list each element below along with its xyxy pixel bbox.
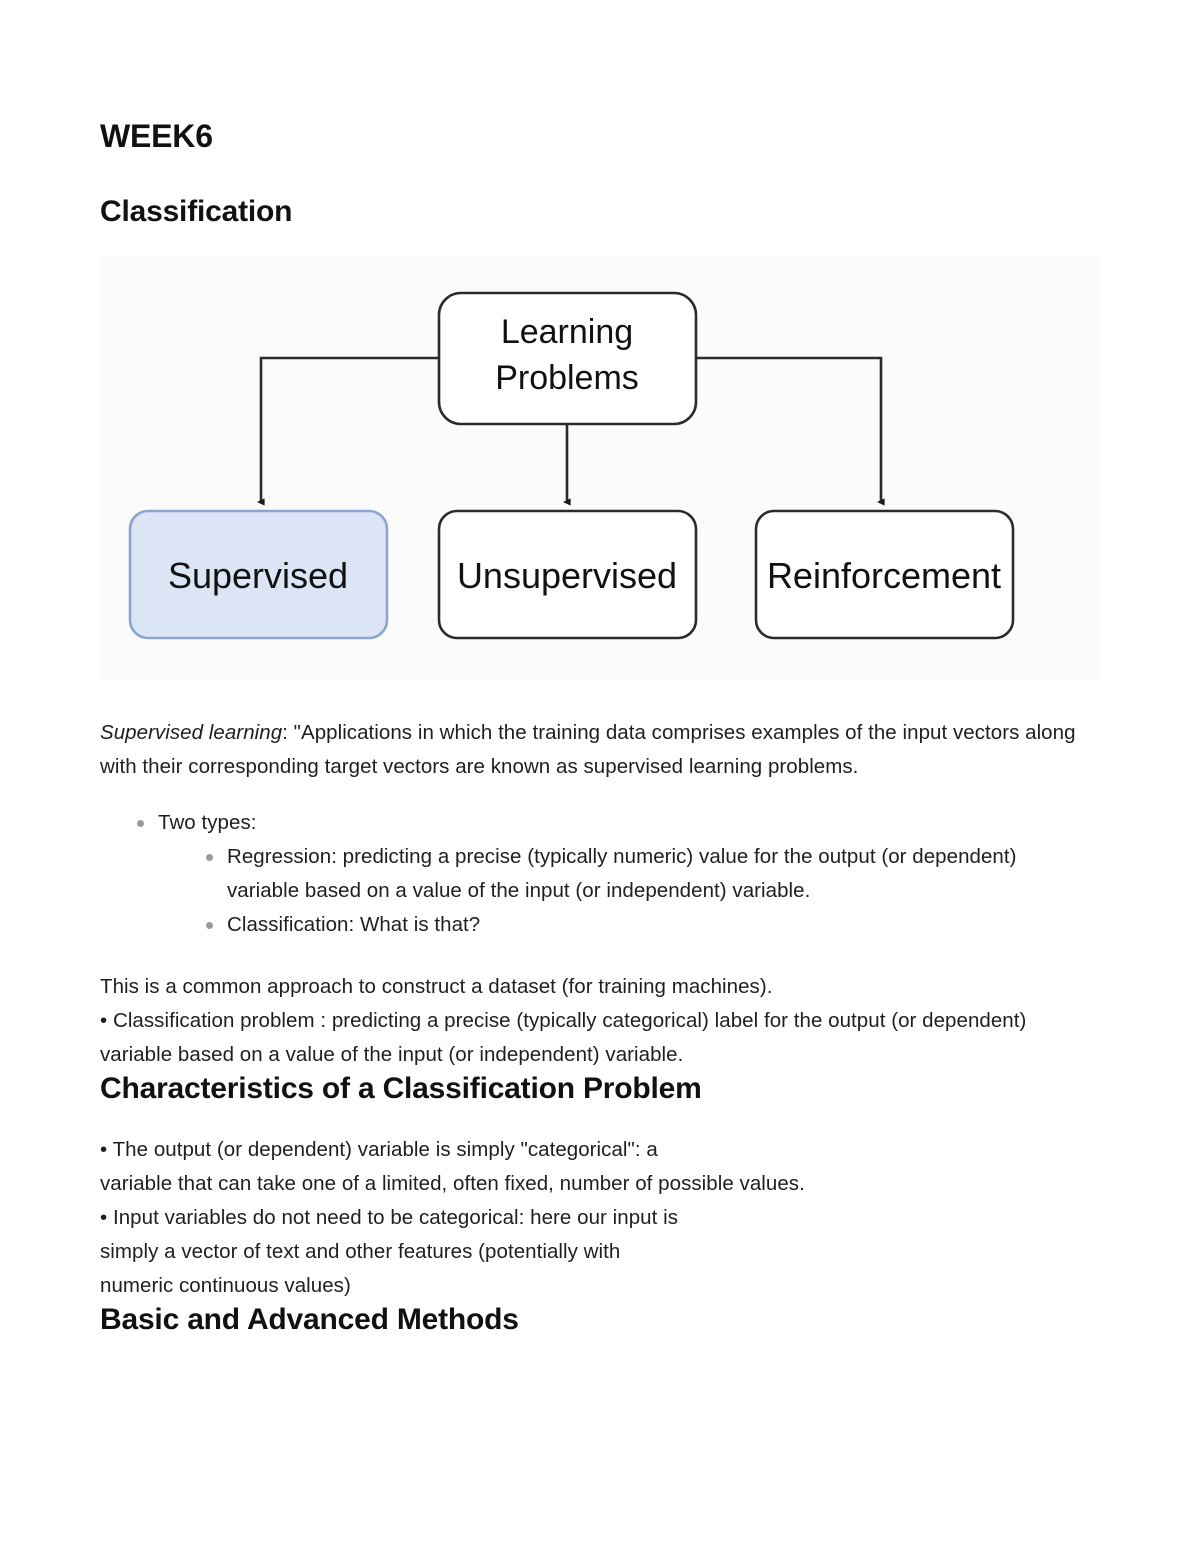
- supervised-learning-term: Supervised learning: [100, 721, 283, 745]
- characteristics-line-2: variable that can take one of a limited,…: [100, 1171, 805, 1195]
- connector-root-to-reinforcement: [696, 356, 885, 506]
- characteristics-line-1: • The output (or dependent) variable is …: [100, 1137, 658, 1161]
- bullet-list-level2: Regression: predicting a precise (typica…: [158, 840, 1092, 942]
- supervised-learning-quote: : "Applications in which the training da…: [100, 721, 1076, 779]
- paragraph-classification-problem: • Classification problem : predicting a …: [100, 1009, 1027, 1067]
- list-item-classification: Classification: What is that?: [204, 908, 1092, 942]
- characteristics-line-4: simply a vector of text and other featur…: [100, 1239, 621, 1263]
- diagram-node-label-reinforcement: Reinforcement: [767, 555, 1001, 596]
- characteristics-line-5: numeric continuous values): [100, 1273, 351, 1297]
- list-item-two-types: Two types: Regression: predicting a prec…: [135, 806, 1092, 942]
- document-content: WEEK6 Classification: [99, 118, 1100, 1337]
- characteristics-line-3: • Input variables do not need to be cate…: [100, 1205, 679, 1229]
- page-title: WEEK6: [100, 118, 213, 154]
- list-item-regression: Regression: predicting a precise (typica…: [204, 840, 1092, 908]
- bullet-list-level1: Two types: Regression: predicting a prec…: [100, 806, 1092, 942]
- diagram-node-label-unsupervised: Unsupervised: [457, 555, 677, 596]
- diagram-node-unsupervised: Unsupervised: [437, 509, 698, 640]
- connector-root-to-supervised: [256, 356, 439, 506]
- heading-classification: Classification: [100, 194, 293, 228]
- list-item-label: Two types:: [158, 811, 257, 835]
- heading-methods: Basic and Advanced Methods: [100, 1302, 519, 1336]
- paragraph-common-approach: This is a common approach to construct a…: [100, 975, 773, 999]
- paragraph-supervised-learning: Supervised learning: "Applications in wh…: [100, 716, 1092, 784]
- diagram-node-supervised: Supervised: [128, 509, 389, 640]
- diagram-root-label-line2: Problems: [495, 359, 639, 397]
- heading-characteristics: Characteristics of a Classification Prob…: [100, 1072, 702, 1106]
- list-item-label: Regression: predicting a precise (typica…: [227, 845, 1017, 903]
- diagram-root-label-line1: Learning: [501, 313, 633, 351]
- learning-problems-diagram: Learning Problems Supervised Unsupervise…: [99, 255, 1100, 681]
- diagram-node-reinforcement: Reinforcement: [754, 509, 1015, 640]
- list-item-label: Classification: What is that?: [227, 913, 481, 937]
- diagram-node-label-supervised: Supervised: [168, 555, 348, 596]
- diagram-node-root: Learning Problems: [437, 291, 698, 426]
